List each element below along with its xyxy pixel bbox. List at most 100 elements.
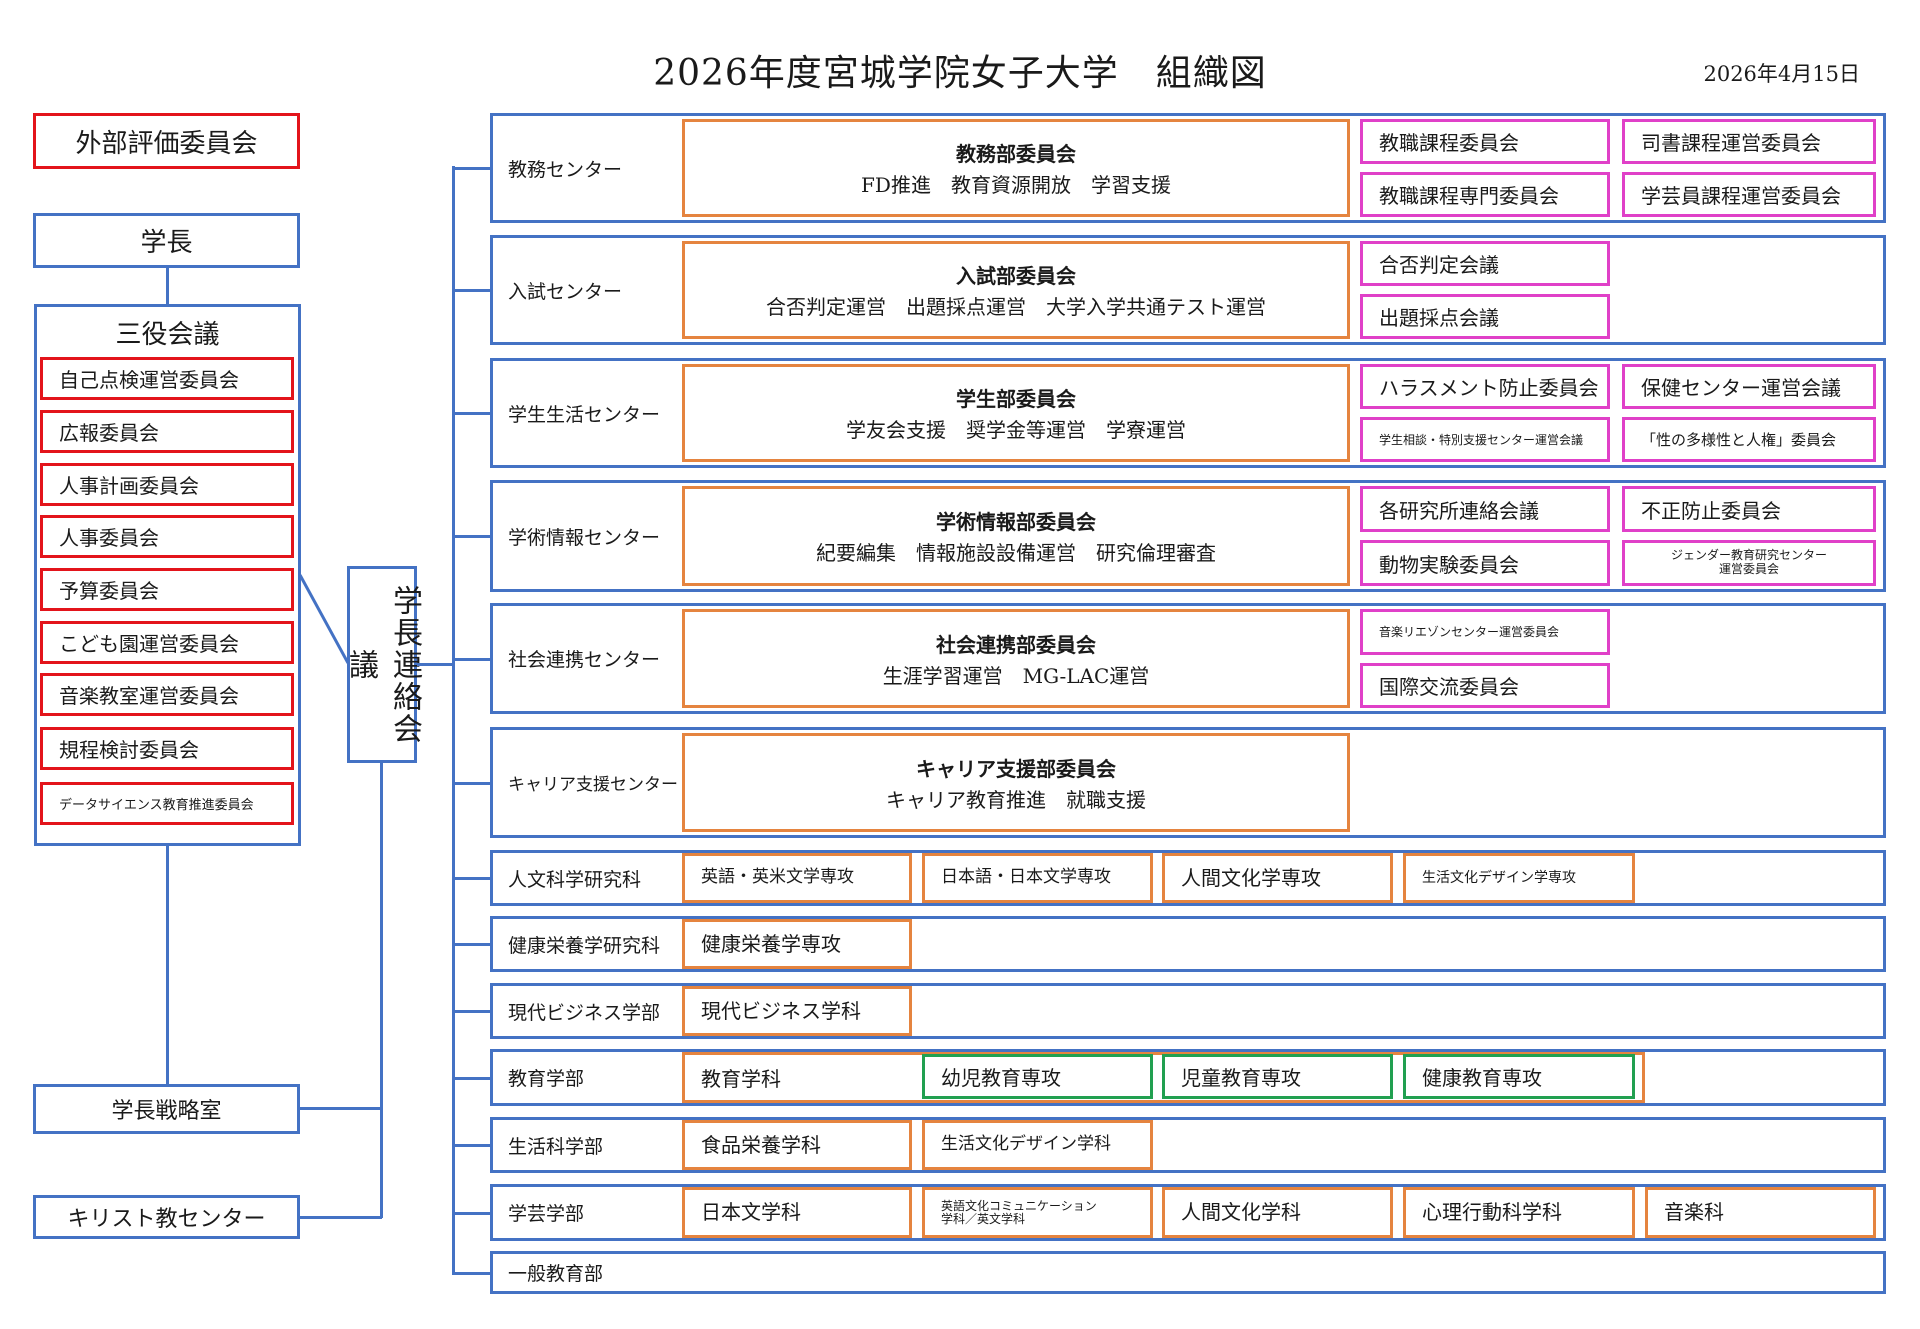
connector-faculty bbox=[452, 1076, 490, 1080]
faculty-row bbox=[490, 1251, 1886, 1294]
unit-box: 音楽科 bbox=[1645, 1187, 1876, 1238]
chart-title: 2026年度宮城学院女子大学 組織図 bbox=[653, 53, 1267, 94]
unit-label: 英語文化コミュニケーション 学科／英文学科 bbox=[941, 1198, 1097, 1226]
sub-committee-box: 保健センター運営会議 bbox=[1622, 364, 1876, 409]
major-box: 幼児教育専攻 bbox=[922, 1054, 1153, 1099]
sub-committee-box: 教職課程専門委員会 bbox=[1360, 172, 1610, 217]
sanyaku-committee-label: 広報委員会 bbox=[59, 421, 159, 445]
connector-sanyaku-strategy bbox=[166, 846, 169, 1085]
sanyaku-committee-label: こども園運営委員会 bbox=[59, 632, 239, 656]
faculty-name: 人文科学研究科 bbox=[508, 868, 642, 891]
sub-committee-box: 動物実験委員会 bbox=[1360, 540, 1610, 586]
sanyaku-committee-item: こども園運営委員会 bbox=[40, 621, 294, 664]
center-committee-box: 教務部委員会 FD推進 教育資源開放 学習支援 bbox=[682, 119, 1350, 217]
connector-liaison-bus bbox=[417, 663, 454, 666]
connector-faculty bbox=[452, 1211, 490, 1215]
faculty-name: 現代ビジネス学部 bbox=[508, 1001, 661, 1024]
unit-box: 生活文化デザイン学専攻 bbox=[1403, 853, 1635, 903]
sub-committee-label: 保健センター運営会議 bbox=[1641, 376, 1841, 400]
sub-committee-label: 不正防止委員会 bbox=[1641, 498, 1781, 523]
center-committee-title: 教務部委員会 bbox=[956, 142, 1076, 166]
sub-committee-box: ジェンダー教育研究センター 運営委員会 bbox=[1622, 540, 1876, 586]
unit-box: 人間文化学科 bbox=[1162, 1187, 1393, 1238]
sub-committee-label: 出題採点会議 bbox=[1379, 306, 1499, 330]
sub-committee-label: 「性の多様性と人権」委員会 bbox=[1641, 431, 1837, 449]
center-name: 教務センター bbox=[508, 158, 623, 181]
connector-faculty bbox=[452, 877, 490, 880]
unit-label: 現代ビジネス学科 bbox=[701, 998, 861, 1023]
sub-committee-box: 学芸員課程運営委員会 bbox=[1622, 172, 1876, 217]
major-label: 児童教育専攻 bbox=[1181, 1066, 1301, 1090]
sub-committee-label: 各研究所連絡会議 bbox=[1379, 498, 1539, 523]
unit-label: 音楽科 bbox=[1664, 1200, 1724, 1224]
president-box: 学長 bbox=[33, 213, 300, 268]
connector-center bbox=[452, 535, 490, 538]
sub-committee-box: 国際交流委員会 bbox=[1360, 662, 1610, 708]
sub-committee-box: 学生相談・特別支援センター運営会議 bbox=[1360, 417, 1610, 462]
sanyaku-committee-item: 予算委員会 bbox=[40, 568, 294, 611]
sanyaku-committee-label: データサイエンス教育推進委員会 bbox=[59, 798, 254, 813]
sanyaku-committee-label: 予算委員会 bbox=[59, 579, 159, 603]
major-box: 児童教育専攻 bbox=[1162, 1054, 1393, 1099]
center-name: 学術情報センター bbox=[508, 526, 661, 549]
sub-committee-box: 不正防止委員会 bbox=[1622, 486, 1876, 532]
center-committee-title: 入試部委員会 bbox=[956, 264, 1076, 288]
center-name: キャリア支援センター bbox=[508, 775, 678, 795]
center-name: 学生生活センター bbox=[508, 403, 661, 426]
unit-label: 健康栄養学専攻 bbox=[701, 931, 841, 956]
sub-committee-box: ハラスメント防止委員会 bbox=[1360, 364, 1610, 409]
sanyaku-title: 三役会議 bbox=[115, 319, 220, 350]
department-label: 教育学科 bbox=[701, 1067, 781, 1091]
strategy-office-label: 学長戦略室 bbox=[111, 1099, 222, 1124]
strategy-office-box: 学長戦略室 bbox=[33, 1084, 300, 1134]
center-committee-box: 学術情報部委員会紀要編集 情報施設設備運営 研究倫理審査 bbox=[682, 486, 1350, 586]
center-name: 社会連携センター bbox=[508, 649, 661, 671]
center-committee-box: 入試部委員会合否判定運営 出題採点運営 大学入学共通テスト運営 bbox=[682, 241, 1350, 339]
external-review-box: 外部評価委員会 bbox=[33, 113, 300, 169]
unit-label: 食品栄養学科 bbox=[701, 1132, 821, 1157]
faculty-name: 学芸学部 bbox=[508, 1203, 585, 1225]
sanyaku-committee-label: 人事委員会 bbox=[59, 526, 159, 550]
sanyaku-committee-item: 人事計画委員会 bbox=[40, 463, 294, 506]
unit-label: 生活文化デザイン学専攻 bbox=[1422, 869, 1576, 886]
christian-center-box: キリスト教センター bbox=[33, 1195, 300, 1239]
unit-box: 人間文化学専攻 bbox=[1162, 853, 1393, 903]
connector-sanyaku-liaison bbox=[298, 574, 350, 664]
unit-label: 人間文化学専攻 bbox=[1181, 865, 1321, 890]
center-committee-duties: キャリア教育推進 就職支援 bbox=[886, 787, 1146, 812]
connector-faculty bbox=[452, 943, 490, 946]
external-review-label: 外部評価委員会 bbox=[75, 128, 258, 159]
sub-committee-box: 各研究所連絡会議 bbox=[1360, 486, 1610, 532]
chart-date: 2026年4月15日 bbox=[1703, 62, 1860, 86]
unit-box: 食品栄養学科 bbox=[682, 1120, 912, 1170]
major-box: 健康教育専攻 bbox=[1403, 1054, 1635, 1099]
center-committee-box: キャリア支援部委員会キャリア教育推進 就職支援 bbox=[682, 733, 1350, 832]
center-committee-box: 学生部委員会学友会支援 奨学金等運営 学寮運営 bbox=[682, 364, 1350, 462]
sanyaku-committee-item: 広報委員会 bbox=[40, 410, 294, 453]
center-name: 入試センター bbox=[508, 280, 623, 303]
center-committee-title: 学術情報部委員会 bbox=[936, 510, 1096, 534]
center-committee-duties: FD推進 教育資源開放 学習支援 bbox=[861, 173, 1171, 197]
president-label: 学長 bbox=[140, 228, 193, 258]
sanyaku-committee-label: 人事計画委員会 bbox=[59, 474, 199, 498]
connector-center bbox=[452, 657, 490, 661]
sub-committee-label: 司書課程運営委員会 bbox=[1641, 131, 1821, 155]
unit-label: 英語・英米文学専攻 bbox=[701, 867, 854, 888]
sub-committee-box: 教職課程委員会 bbox=[1360, 119, 1610, 164]
connector-center bbox=[452, 781, 490, 785]
sub-committee-label: 国際交流委員会 bbox=[1379, 674, 1519, 699]
sub-committee-label: 教職課程専門委員会 bbox=[1379, 184, 1559, 208]
connector-christian bbox=[299, 1216, 382, 1219]
sub-committee-label: ハラスメント防止委員会 bbox=[1379, 376, 1599, 400]
connector-faculty bbox=[452, 1271, 490, 1275]
unit-label: 生活文化デザイン学科 bbox=[941, 1134, 1111, 1155]
unit-box: 日本語・日本文学専攻 bbox=[922, 853, 1153, 903]
sub-committee-label: 動物実験委員会 bbox=[1379, 552, 1519, 577]
faculty-name: 一般教育部 bbox=[508, 1263, 604, 1285]
faculty-name: 教育学部 bbox=[508, 1068, 585, 1090]
unit-box: 英語文化コミュニケーション 学科／英文学科 bbox=[922, 1187, 1153, 1238]
center-committee-title: キャリア支援部委員会 bbox=[916, 756, 1116, 781]
center-committee-duties: 生涯学習運営 MG-LAC運営 bbox=[882, 663, 1150, 688]
sub-committee-label: ジェンダー教育研究センター 運営委員会 bbox=[1670, 548, 1827, 576]
unit-label: 日本語・日本文学専攻 bbox=[941, 867, 1111, 888]
